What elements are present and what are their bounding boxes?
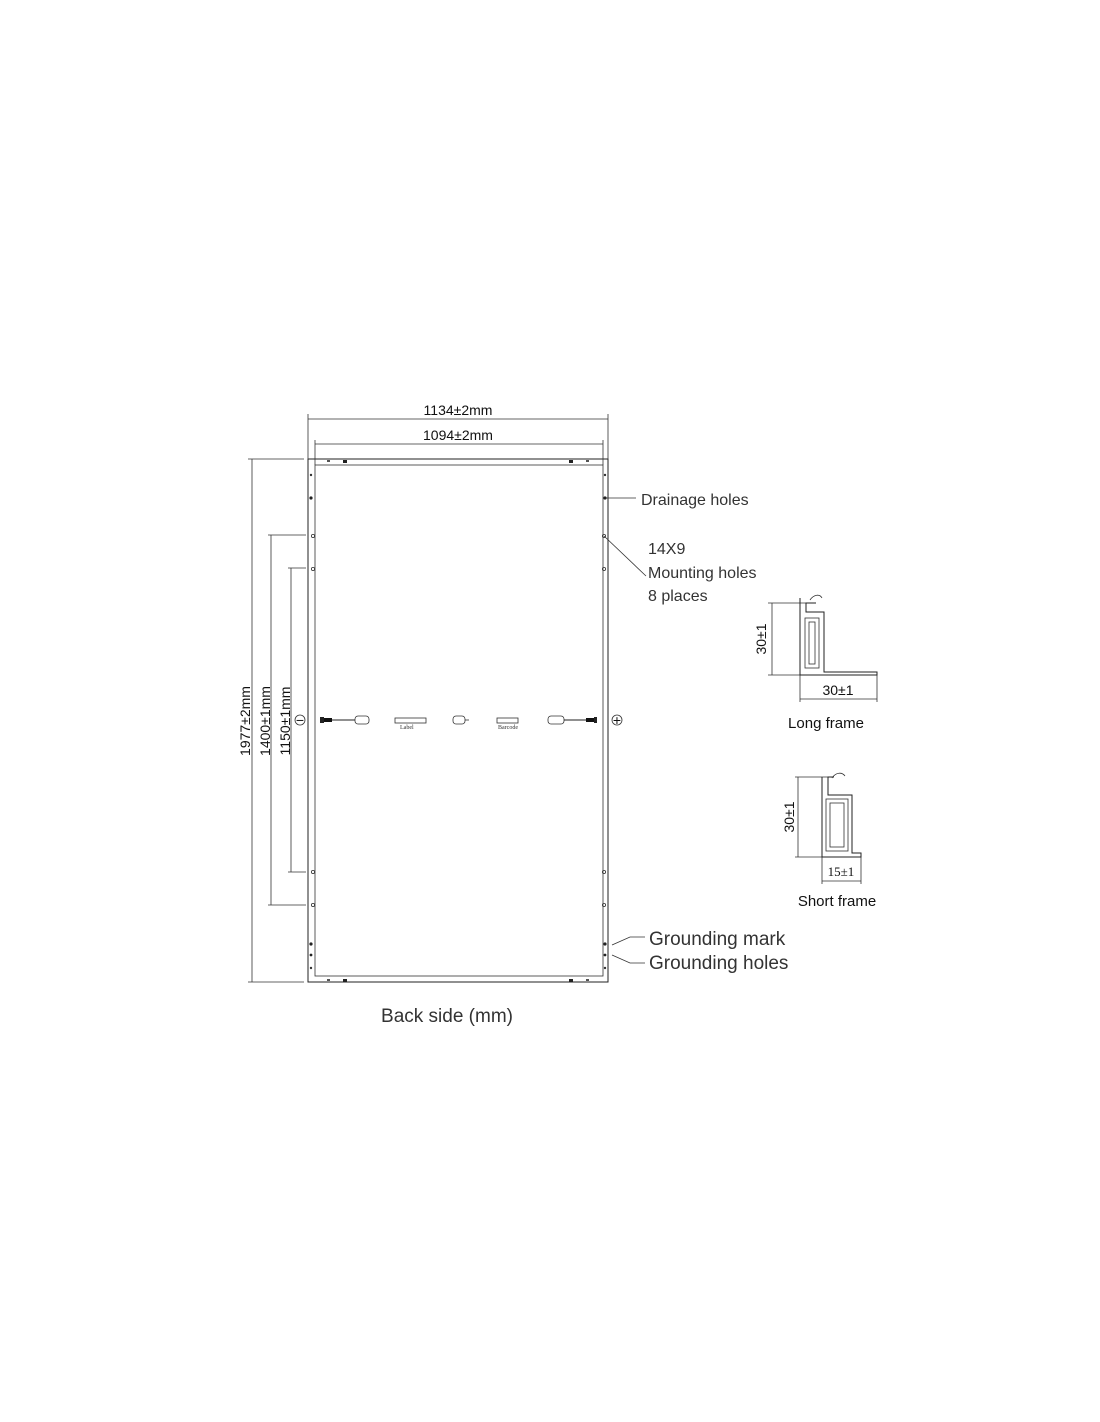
width-dimensions: 1134±2mm 1094±2mm: [307, 402, 609, 465]
long-frame-caption: Long frame: [788, 715, 864, 732]
drainage-holes-label: Drainage holes: [641, 492, 749, 509]
long-frame-section: 30±1 30±1 Long frame: [753, 594, 878, 732]
back-side-caption: Back side (mm): [381, 1006, 513, 1027]
callouts: Drainage holes 14X9 Mounting holes 8 pla…: [603, 492, 788, 974]
mounting-span-inner-label: 1150±1mm: [277, 687, 293, 756]
label-tag: Label: [400, 725, 414, 731]
plus-sign: +: [613, 712, 621, 728]
mounting-holes-size: 14X9: [648, 541, 685, 558]
short-frame-width: 15±1: [828, 864, 855, 879]
short-frame-caption: Short frame: [798, 893, 876, 910]
barcode-tag: Barcode: [498, 725, 518, 731]
mounting-holes-label: Mounting holes: [648, 565, 757, 582]
cable-assembly: − + Label Barcode: [294, 712, 623, 731]
frame-holes: [309, 460, 607, 982]
short-frame-height: 30±1: [781, 801, 797, 832]
overall-width-label: 1134±2mm: [424, 402, 493, 418]
minus-sign: −: [296, 712, 304, 728]
module-frame: [307, 458, 609, 983]
length-dimensions: 1977±2mm 1400±1mm 1150±1mm: [237, 458, 306, 983]
inner-width-label: 1094±2mm: [423, 427, 493, 443]
mounting-span-outer-label: 1400±1mm: [257, 686, 273, 756]
grounding-holes-label: Grounding holes: [649, 953, 788, 974]
mounting-holes-count: 8 places: [648, 588, 708, 605]
overall-length-label: 1977±2mm: [237, 686, 253, 756]
long-frame-width: 30±1: [822, 682, 853, 698]
grounding-mark-label: Grounding mark: [649, 929, 786, 950]
long-frame-height: 30±1: [753, 623, 769, 654]
short-frame-section: 30±1 15±1 Short frame: [781, 772, 876, 910]
